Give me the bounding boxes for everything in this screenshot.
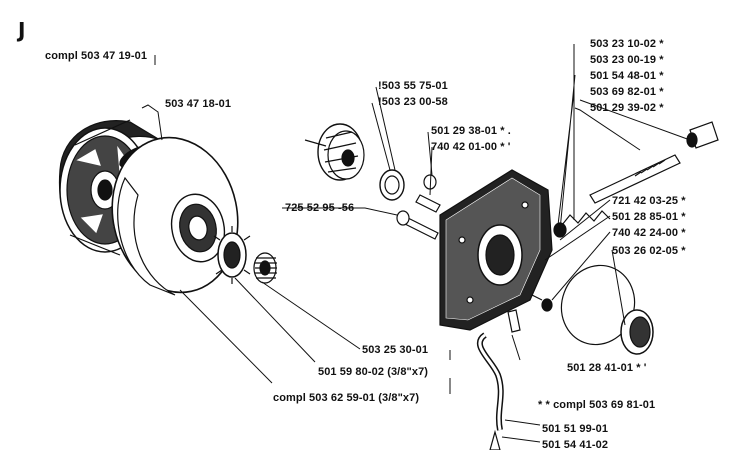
label-bolt-a: 501 29 38-01 * . — [431, 125, 511, 137]
label-oil-pump: 501 28 41-01 * ' — [567, 362, 647, 374]
clutch-drum — [111, 136, 239, 296]
oil-hose — [476, 309, 521, 450]
label-sprocket: 501 59 80-02 (3/8"x7) — [318, 366, 429, 378]
label-hose-1: 501 51 99-01 — [542, 423, 609, 435]
long-screw — [396, 210, 439, 240]
label-r3: 501 54 48-01 * — [590, 70, 664, 82]
seal — [620, 309, 654, 355]
label-r9: 503 26 02-05 * — [612, 245, 686, 257]
label-r6: 721 42 03-25 * — [612, 195, 686, 207]
label-r4: 503 69 82-01 * — [590, 86, 664, 98]
label-compl-drum: compl 503 62 59-01 (3/8"x7) — [273, 392, 420, 404]
label-pulley-b: !503 23 00-58 — [378, 96, 448, 108]
needle-bearing — [253, 252, 277, 284]
plug — [531, 294, 553, 312]
spring — [553, 210, 611, 238]
label-compl-kit: * * compl 503 69 81-01 — [538, 399, 656, 411]
label-pulley-a: !503 55 75-01 — [378, 80, 448, 92]
worm-shaft — [589, 121, 719, 204]
bolt-small — [415, 174, 441, 213]
label-clutch-shoe: 503 47 18-01 — [165, 98, 232, 110]
label-bolt-b: 740 42 01-00 * ' — [431, 141, 511, 153]
label-r5: 501 29 39-02 * — [590, 102, 664, 114]
oil-pump-housing — [439, 169, 553, 331]
washer — [379, 169, 405, 201]
label-drum: 503 25 30-01 — [362, 344, 429, 356]
section-letter: J — [18, 18, 26, 42]
label-r2: 503 23 00-19 * — [590, 54, 664, 66]
label-r7: 501 28 85-01 * — [612, 211, 686, 223]
sprocket-rim — [213, 226, 251, 284]
label-r1: 503 23 10-02 * — [590, 38, 664, 50]
label-r8: 740 42 24-00 * — [612, 227, 686, 239]
label-hose-2: 501 54 41-02 — [542, 439, 609, 450]
starter-pulley — [304, 123, 365, 181]
label-compl-clutch: compl 503 47 19-01 — [45, 50, 148, 62]
leader-lines — [141, 44, 691, 443]
label-screw-long: 725 52 95 -56 — [285, 202, 355, 214]
